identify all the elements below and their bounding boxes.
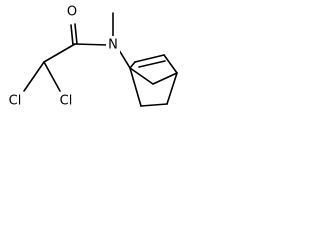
dichloromethyl-to-cl-right-bond — [43, 61, 61, 92]
oxygen-label: O — [67, 5, 77, 20]
cage-bond-4 — [140, 103, 168, 107]
carbonyl-to-dichloromethyl-bond — [43, 43, 76, 63]
atom-labels: O N Cl Cl — [3, 2, 120, 110]
chemical-structure: O N Cl Cl — [3, 2, 178, 110]
nitrogen-label: N — [108, 38, 118, 53]
cage-bridge-a — [129, 67, 154, 85]
cage-bond-2 — [163, 54, 178, 74]
cage-bond-5 — [129, 67, 142, 107]
cage-double-bond-a — [134, 54, 165, 63]
carbonyl-to-nitrogen-bond — [74, 43, 109, 46]
carbonyl-double-bond-a — [70, 24, 74, 46]
cage-double-bond-b — [138, 60, 166, 68]
bonds — [23, 12, 178, 107]
cage-bond-3 — [166, 72, 178, 105]
dichloromethyl-to-cl-left-bond — [23, 61, 45, 92]
carbonyl-double-bond-b — [74, 23, 78, 45]
cage-bond-1 — [129, 61, 136, 69]
cage-bridge-b — [152, 72, 178, 85]
chlorine-left-label: Cl — [9, 94, 22, 109]
chlorine-right-label: Cl — [60, 94, 73, 109]
nitrogen-to-norbornene-bond — [118, 49, 131, 69]
